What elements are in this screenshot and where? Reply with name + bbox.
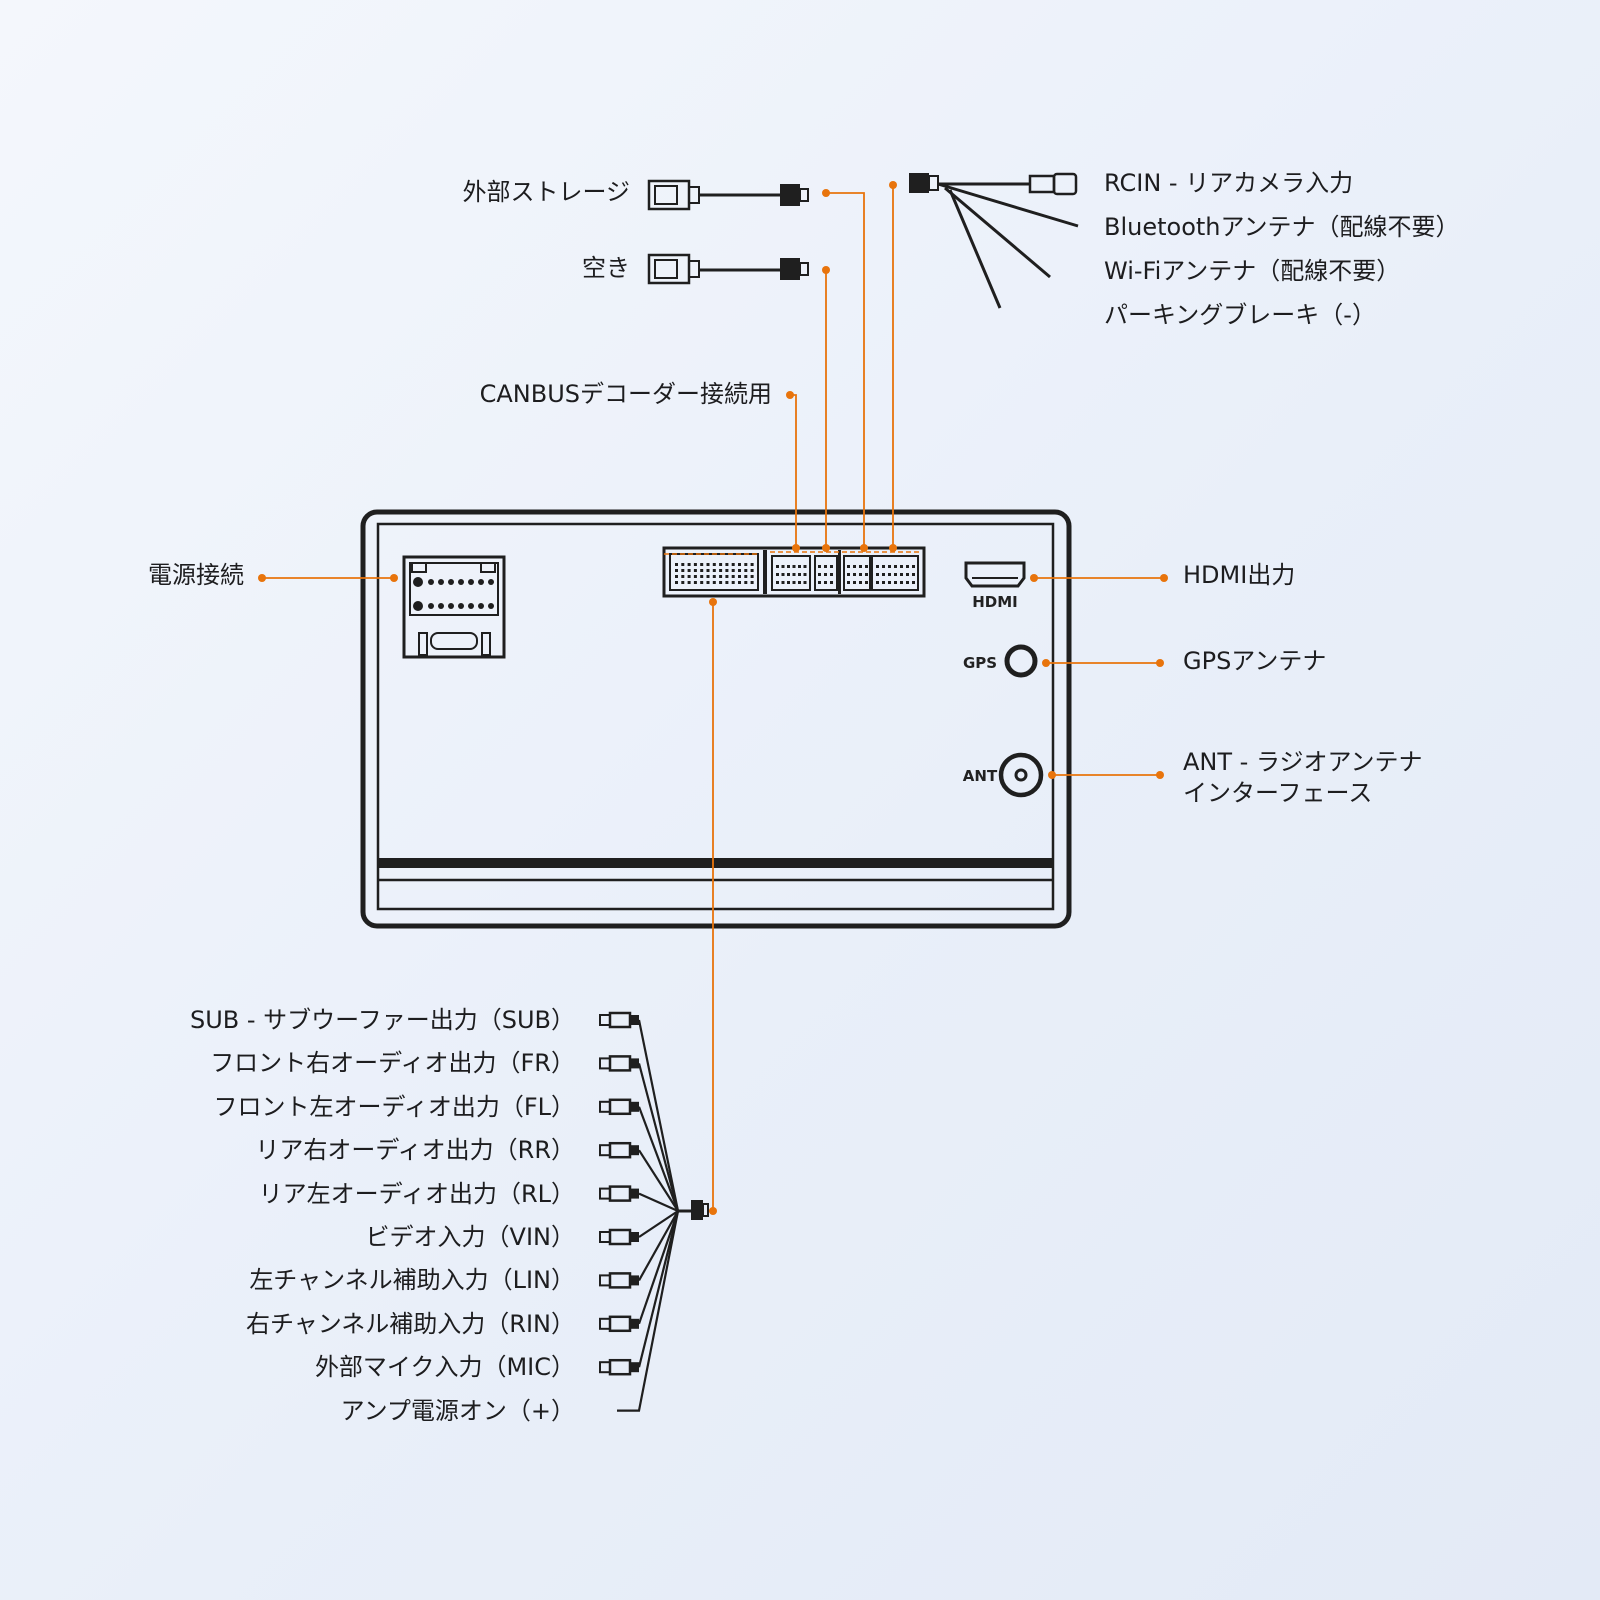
rca-label-1: フロント右オーディオ出力（FR） xyxy=(210,1049,575,1078)
unit-bottom-rail xyxy=(378,858,1053,868)
rca-label-6: 左チャンネル補助入力（LIN） xyxy=(249,1266,575,1295)
label-ant-line2: インターフェース xyxy=(1183,779,1373,807)
rca-label-2: フロント左オーディオ出力（FL） xyxy=(213,1092,576,1121)
rca-label-7: 右チャンネル補助入力（RIN） xyxy=(246,1309,575,1338)
rca-plug-8 xyxy=(599,1210,680,1376)
gps-port-label: GPS xyxy=(963,654,997,672)
power-socket xyxy=(402,555,506,659)
label-parking-brake: パーキングブレーキ（-） xyxy=(1104,301,1376,329)
rca-harness xyxy=(599,1011,709,1412)
rca-label-3: リア右オーディオ出力（RR） xyxy=(255,1136,575,1165)
ant-port: ANT xyxy=(963,752,1044,798)
rca-plug-0 xyxy=(599,1011,680,1212)
hdmi-port: HDMI xyxy=(964,561,1026,611)
hdmi-port-label: HDMI xyxy=(972,593,1018,611)
rca-plug-5 xyxy=(599,1210,679,1246)
label-external-storage: 外部ストレージ xyxy=(462,178,630,206)
empty-cable xyxy=(647,253,809,285)
gps-port: GPS xyxy=(963,644,1038,678)
rca-plug-4 xyxy=(599,1185,679,1213)
rca-label-9: アンプ電源オン（+） xyxy=(340,1396,575,1425)
leader-lines xyxy=(262,185,1164,1211)
label-gps-antenna: GPSアンテナ xyxy=(1183,647,1327,675)
label-canbus: CANBUSデコーダー接続用 xyxy=(479,380,772,408)
head-unit xyxy=(360,509,1072,929)
label-hdmi-output: HDMI出力 xyxy=(1183,561,1296,589)
rca-plug-6 xyxy=(599,1210,679,1289)
label-power: 電源接続 xyxy=(148,561,244,589)
rca-plug-3 xyxy=(599,1141,679,1212)
rca-label-8: 外部マイク入力（MIC） xyxy=(314,1353,575,1382)
external-storage-cable xyxy=(647,179,809,211)
leader-external-storage xyxy=(826,192,865,548)
main-connector-block xyxy=(662,546,926,598)
label-ant-line1: ANT - ラジオアンテナ xyxy=(1183,748,1423,776)
ant-port-label: ANT xyxy=(963,767,998,785)
rca-plug-1 xyxy=(599,1055,680,1212)
rca-plug-2 xyxy=(599,1098,680,1212)
label-bluetooth: Bluetoothアンテナ（配線不要） xyxy=(1104,213,1460,241)
rca-label-5: ビデオ入力（VIN） xyxy=(365,1223,575,1251)
label-rcin: RCIN - リアカメラ入力 xyxy=(1104,169,1354,197)
rcin-harness xyxy=(909,172,1079,309)
amp-wire xyxy=(617,1210,680,1412)
label-empty: 空き xyxy=(582,254,630,282)
rca-plug-7 xyxy=(599,1210,680,1333)
rca-label-4: リア左オーディオ出力（RL） xyxy=(258,1179,575,1208)
leader-dots xyxy=(258,181,1168,1215)
rca-label-0: SUB - サブウーファー出力（SUB） xyxy=(189,1006,575,1034)
label-wifi: Wi-Fiアンテナ（配線不要） xyxy=(1104,257,1401,285)
